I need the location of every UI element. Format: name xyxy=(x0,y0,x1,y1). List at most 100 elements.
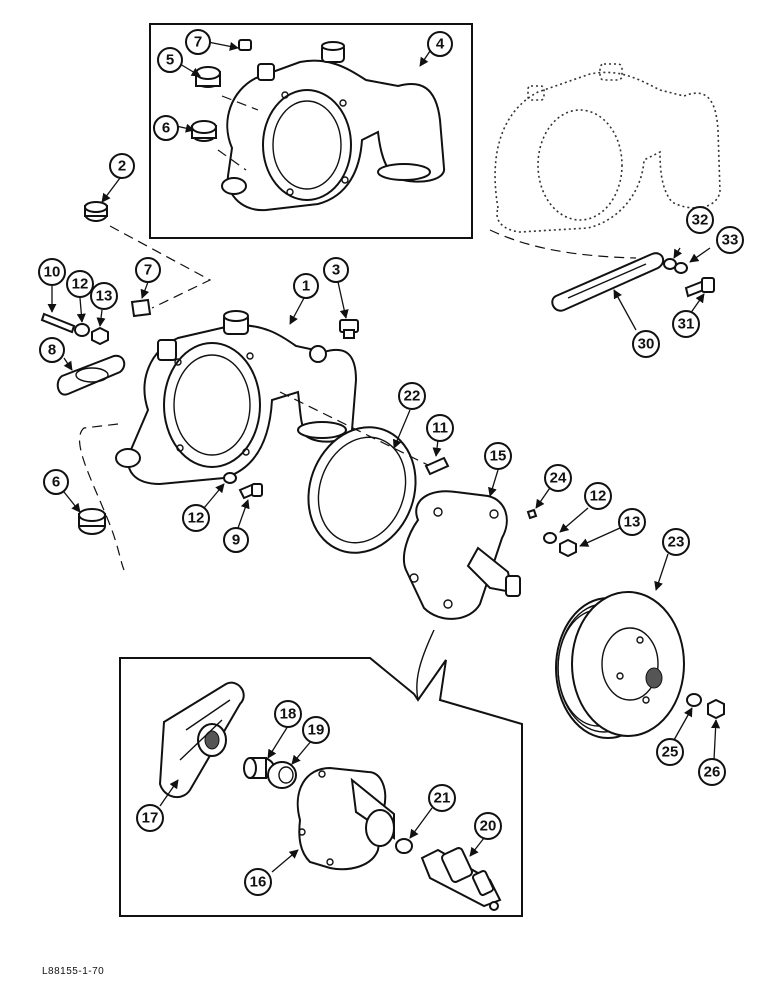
callout-5: 5 xyxy=(157,47,183,73)
svg-text:26: 26 xyxy=(704,764,721,781)
alternate-pump-housing xyxy=(221,41,446,212)
pump-housing-1 xyxy=(115,310,358,486)
svg-text:31: 31 xyxy=(678,316,695,333)
svg-text:15: 15 xyxy=(490,448,507,465)
callout-12-right: 12 xyxy=(584,482,612,510)
figure-reference-code: L88155-1-70 xyxy=(42,966,105,977)
svg-text:3: 3 xyxy=(332,262,340,279)
washer-12-right xyxy=(543,532,557,544)
svg-text:1: 1 xyxy=(302,278,310,295)
bolt-9 xyxy=(238,482,263,500)
callout-17: 17 xyxy=(136,804,164,832)
svg-text:30: 30 xyxy=(638,336,655,353)
plug-2 xyxy=(84,201,108,222)
svg-text:18: 18 xyxy=(280,706,297,723)
svg-text:17: 17 xyxy=(142,810,159,827)
svg-text:22: 22 xyxy=(404,388,421,405)
ghost-housing xyxy=(494,63,721,233)
callout-33: 33 xyxy=(716,226,744,254)
impeller-17 xyxy=(158,681,245,799)
pump-body-15 xyxy=(402,490,521,620)
callout-23: 23 xyxy=(662,528,690,556)
svg-text:10: 10 xyxy=(44,264,61,281)
cap-5 xyxy=(195,66,221,88)
leader-lines xyxy=(47,41,721,873)
callout-7-top: 7 xyxy=(185,29,211,55)
nut-13-left xyxy=(91,326,109,346)
svg-text:24: 24 xyxy=(550,470,567,487)
svg-text:5: 5 xyxy=(166,52,174,69)
seal-19 xyxy=(267,761,297,789)
svg-text:12: 12 xyxy=(188,510,205,527)
callout-31: 31 xyxy=(672,310,700,338)
svg-text:20: 20 xyxy=(480,818,497,835)
bolt-31 xyxy=(684,277,715,298)
gasket-22 xyxy=(307,426,417,554)
callout-2: 2 xyxy=(109,153,135,179)
svg-text:33: 33 xyxy=(722,232,739,249)
nut-13-right xyxy=(559,538,577,558)
svg-text:6: 6 xyxy=(162,120,170,137)
callout-6-top: 6 xyxy=(153,115,179,141)
shaft-bearing-20 xyxy=(420,847,502,911)
callout-6-lower: 6 xyxy=(43,469,69,495)
callout-24: 24 xyxy=(544,464,572,492)
callout-10: 10 xyxy=(38,258,66,286)
callout-20: 20 xyxy=(474,812,502,840)
svg-text:8: 8 xyxy=(48,342,56,359)
callout-19: 19 xyxy=(302,716,330,744)
svg-text:12: 12 xyxy=(590,488,607,505)
callout-22: 22 xyxy=(398,382,426,410)
callout-26: 26 xyxy=(698,758,726,786)
stud-11 xyxy=(424,456,450,476)
plug-7-main xyxy=(130,298,152,318)
svg-text:6: 6 xyxy=(52,474,60,491)
callout-21: 21 xyxy=(428,784,456,812)
callout-32: 32 xyxy=(686,206,714,234)
nut-26 xyxy=(707,698,725,720)
callout-9: 9 xyxy=(223,527,249,553)
svg-text:7: 7 xyxy=(194,34,202,51)
key-24 xyxy=(526,508,538,520)
stud-10 xyxy=(40,312,76,334)
callout-11: 11 xyxy=(426,414,454,442)
callout-8: 8 xyxy=(39,337,65,363)
washer-12-mid xyxy=(223,472,237,484)
callout-12-mid: 12 xyxy=(182,504,210,532)
washer-25 xyxy=(686,693,702,707)
callout-15: 15 xyxy=(484,442,512,470)
pulley-23 xyxy=(555,591,685,739)
svg-text:13: 13 xyxy=(624,514,641,531)
ring-21 xyxy=(395,838,413,854)
top-inset-frame xyxy=(149,23,473,239)
callout-12-left: 12 xyxy=(66,270,94,298)
sleeve-6-lower xyxy=(78,508,106,535)
brace-30 xyxy=(551,252,665,312)
housing-16 xyxy=(296,766,395,871)
sleeve-6-top xyxy=(191,120,217,142)
svg-text:4: 4 xyxy=(436,36,445,53)
gasket-8 xyxy=(56,354,126,396)
callout-1: 1 xyxy=(293,273,319,299)
plug-7-top xyxy=(238,39,252,51)
svg-text:13: 13 xyxy=(96,288,113,305)
bottom-inset-frame xyxy=(119,657,523,917)
svg-text:2: 2 xyxy=(118,158,126,175)
callout-30: 30 xyxy=(632,330,660,358)
callout-7-main: 7 xyxy=(135,257,161,283)
callout-18: 18 xyxy=(274,700,302,728)
plug-3 xyxy=(339,319,359,339)
svg-text:9: 9 xyxy=(232,532,240,549)
callout-13-left: 13 xyxy=(90,282,118,310)
svg-text:11: 11 xyxy=(432,420,448,437)
svg-text:25: 25 xyxy=(662,744,679,761)
svg-text:7: 7 xyxy=(144,262,152,279)
svg-text:32: 32 xyxy=(692,212,709,229)
callout-4: 4 xyxy=(427,31,453,57)
callout-3: 3 xyxy=(323,257,349,283)
svg-text:12: 12 xyxy=(72,276,89,293)
svg-text:23: 23 xyxy=(668,534,685,551)
callout-16: 16 xyxy=(244,868,272,896)
svg-text:21: 21 xyxy=(434,790,451,807)
svg-text:16: 16 xyxy=(250,874,267,891)
